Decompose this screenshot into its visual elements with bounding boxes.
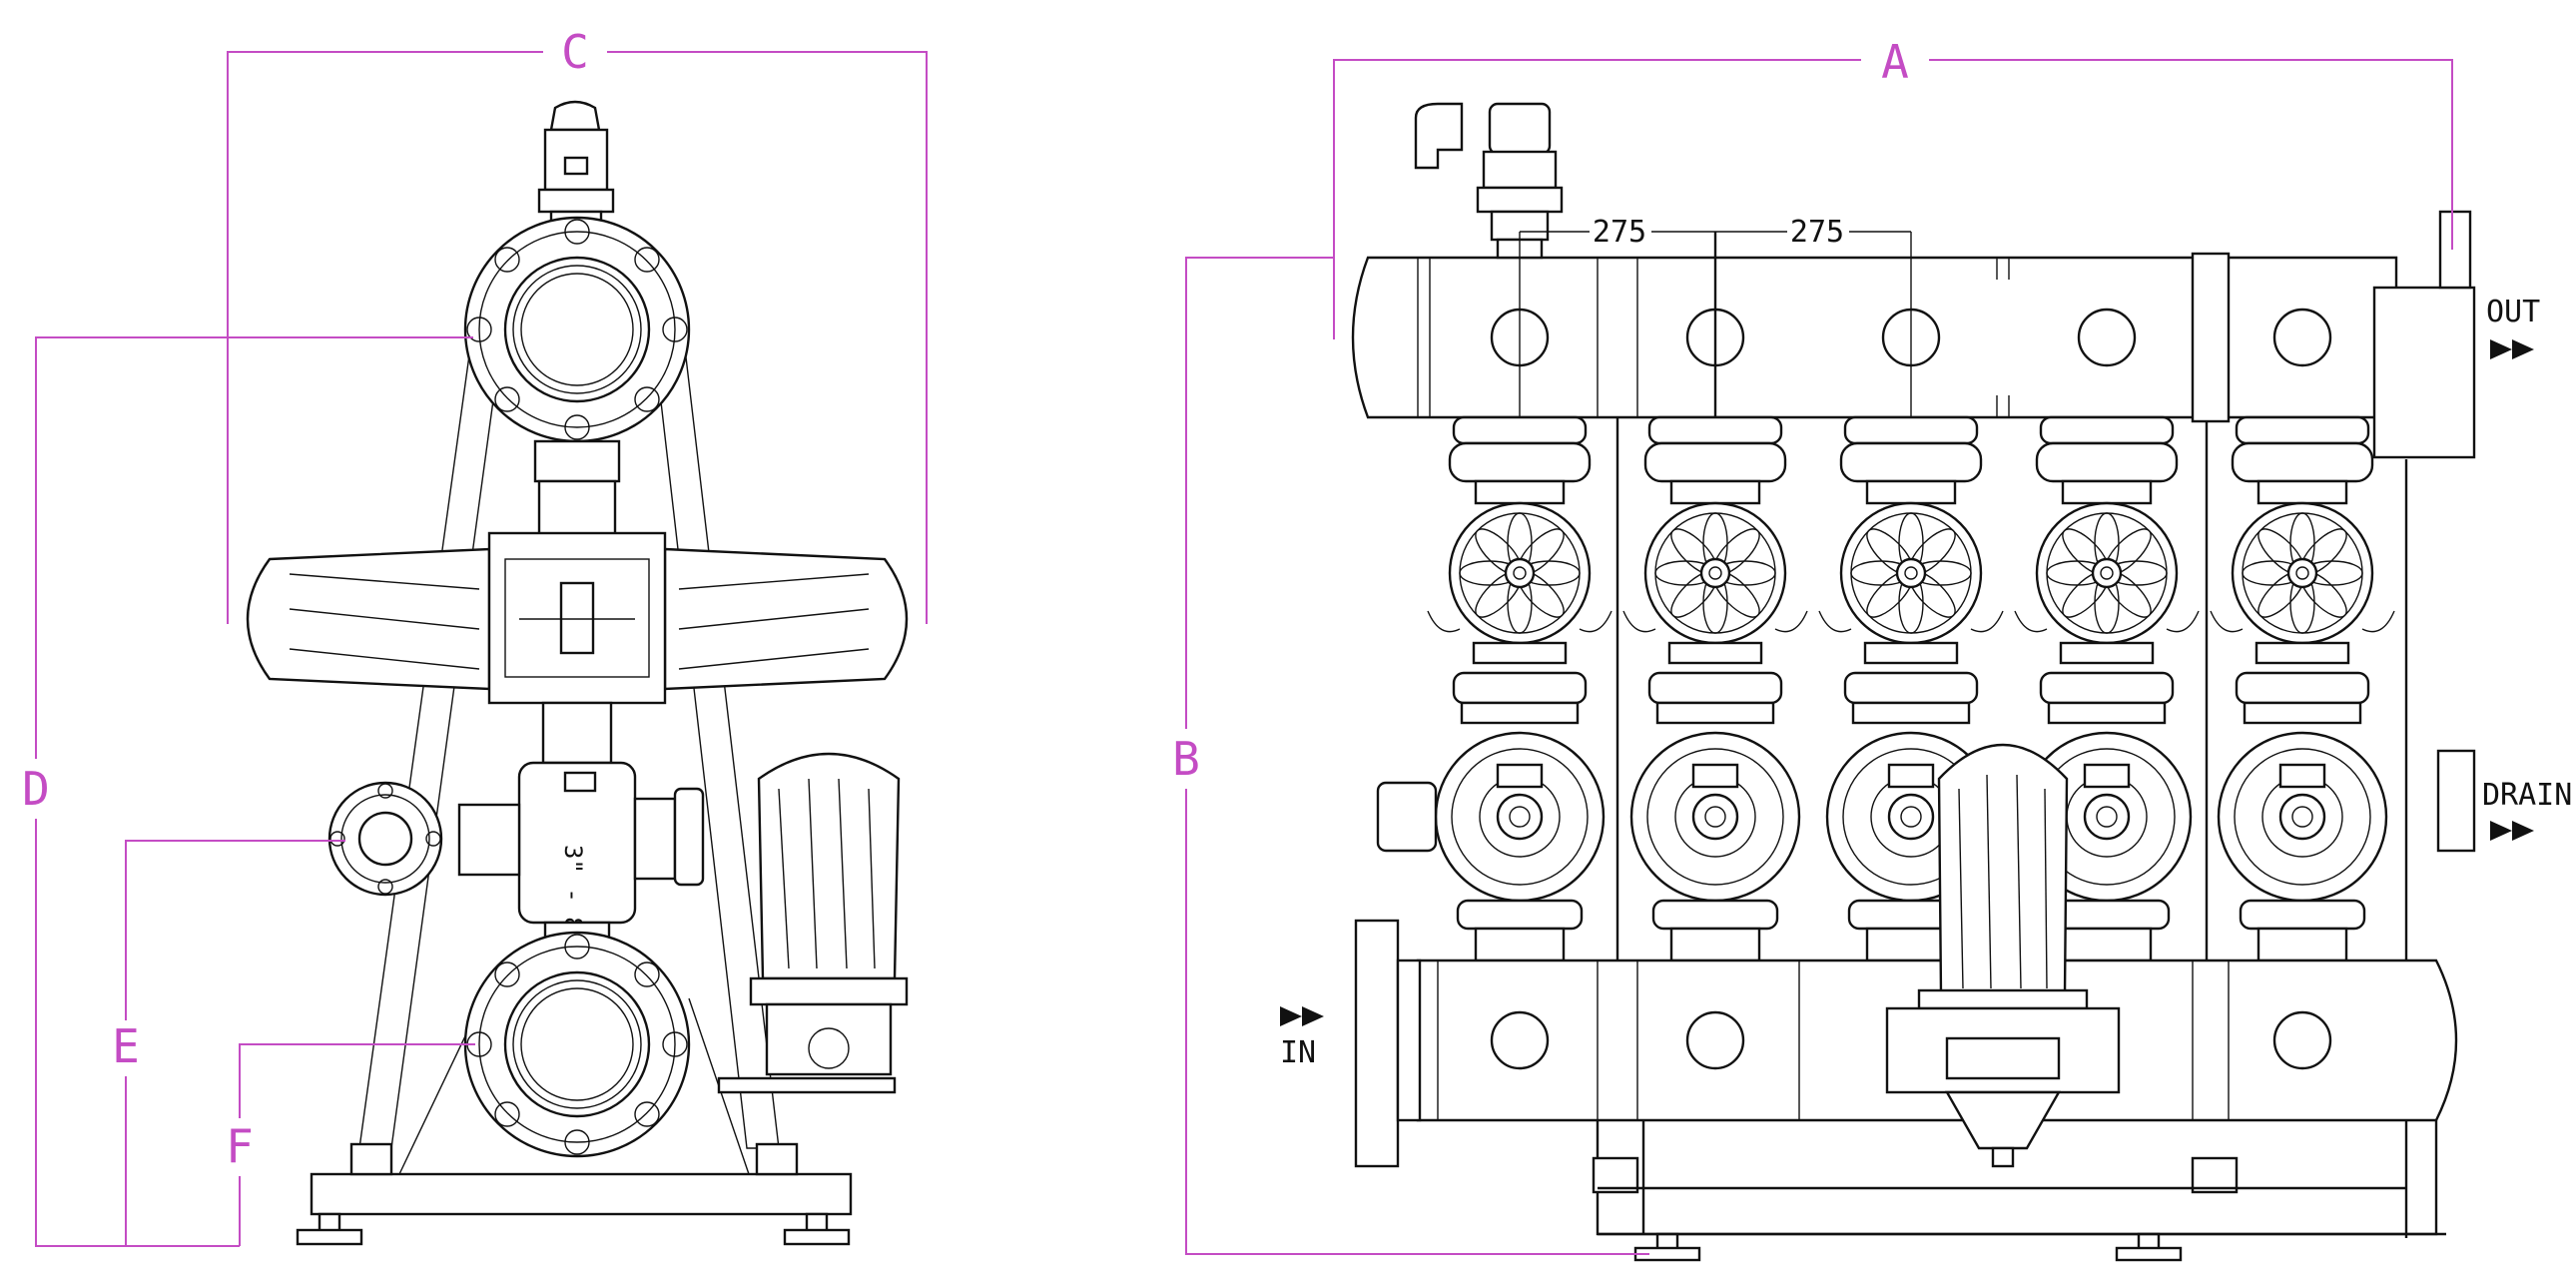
dimension-e: E: [112, 840, 345, 1246]
dimension-f: F: [226, 1043, 475, 1246]
disc-filter-vertical-side: [717, 752, 909, 1094]
inlet-arrow-icon: [1280, 1006, 1302, 1026]
inlet-port: IN: [1280, 1006, 1324, 1070]
outlet-label: OUT: [2486, 295, 2540, 329]
dimension-a: A: [1333, 35, 2453, 339]
dimension-label-f: F: [226, 1119, 254, 1173]
dimension-label-b: B: [1172, 732, 1200, 786]
dimension-label-e: E: [112, 1019, 140, 1073]
air-release-valve: [537, 100, 615, 228]
dimension-d: D: [22, 336, 473, 1247]
front-view: 275 275: [1172, 35, 2572, 1262]
inlet-label: IN: [1280, 1035, 1316, 1070]
riser-pipe-middle: [541, 701, 613, 765]
disc-filter-horizontal: [246, 531, 909, 705]
outlet-manifold: [1351, 210, 2476, 459]
dimension-b: B: [1172, 257, 1649, 1255]
base-frame: [310, 1172, 853, 1216]
filter-stations: [1376, 415, 2395, 962]
drain-port: DRAIN: [2436, 749, 2572, 853]
side-view: 3" - 80mm: [22, 25, 928, 1247]
inlet-flange-side: [463, 931, 691, 1158]
drain-label: DRAIN: [2482, 778, 2572, 813]
filter-station: [1622, 415, 1808, 962]
filter-station: [2210, 415, 2395, 962]
outlet-flange-side: [463, 216, 691, 483]
filter-station: [1427, 415, 1612, 962]
outlet-arrow-icon: [2490, 339, 2512, 359]
backflush-valve-side: 3" - 80mm: [327, 761, 705, 974]
station-stub: [1376, 781, 1438, 853]
dimension-label-a: A: [1881, 35, 1909, 89]
spacing-label-2: 275: [1790, 215, 1844, 250]
dimension-c: C: [227, 25, 928, 624]
leveling-feet: [296, 1212, 851, 1246]
spacing-label-1: 275: [1593, 215, 1646, 250]
spacing-dimensions: 275 275: [1519, 214, 1912, 469]
disc-filter-vertical-front: [1885, 744, 2121, 1168]
air-release-valve-front: [1414, 102, 1564, 260]
dimension-label-c: C: [561, 25, 589, 79]
outlet-port: OUT: [2486, 295, 2540, 359]
dimension-label-d: D: [22, 762, 50, 816]
drain-arrow-icon: [2490, 821, 2512, 841]
